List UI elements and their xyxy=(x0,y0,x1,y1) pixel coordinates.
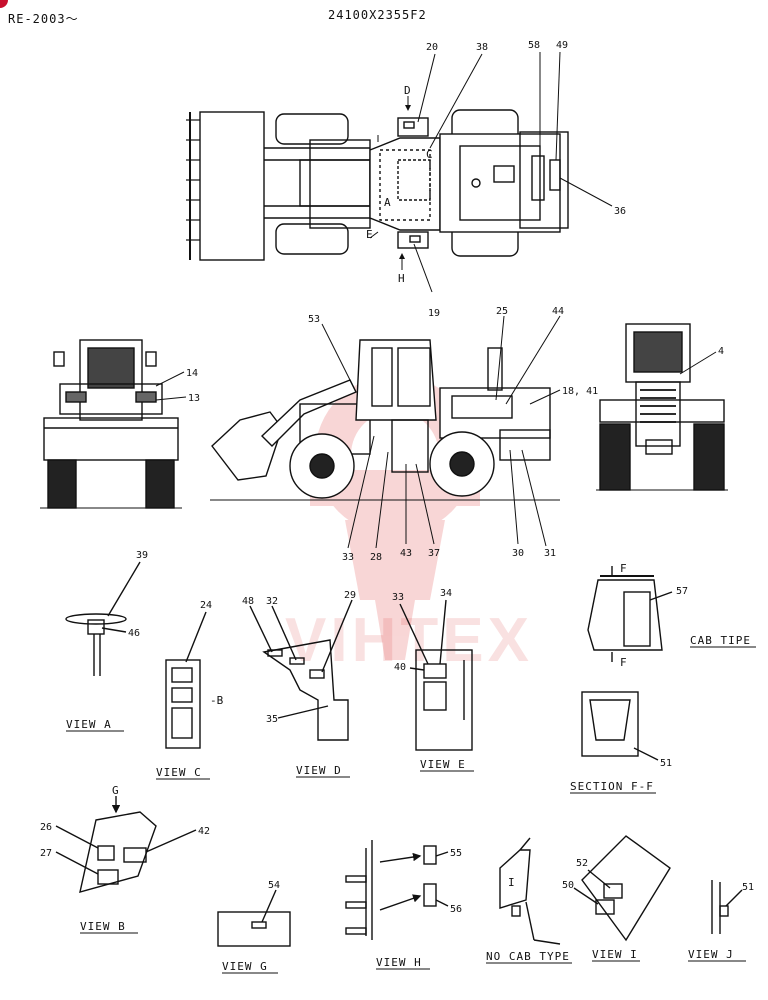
view-i-drawing xyxy=(573,835,671,942)
callout-52: 52 xyxy=(576,858,588,869)
callout-44: 44 xyxy=(552,306,564,317)
callout-33: 33 xyxy=(342,552,354,563)
marker-h: H xyxy=(398,272,405,285)
callout-26: 26 xyxy=(40,822,52,833)
marker-d: D xyxy=(404,84,411,97)
view-c-drawing xyxy=(165,611,207,749)
callout-35: 35 xyxy=(266,714,278,725)
top-view-leaders xyxy=(369,51,613,293)
callout-42: 42 xyxy=(198,826,210,837)
model-range-label: RE-2003～ xyxy=(8,12,79,26)
callout-numbers: 20 38 58 49 36 19 53 25 44 18, 41 14 13 … xyxy=(40,40,754,915)
cab-type-drawing xyxy=(587,566,673,662)
callout-33-view-e: 33 xyxy=(392,592,404,603)
title-view-h: VIEW H xyxy=(376,956,422,969)
rear-view-leaders xyxy=(679,351,717,375)
callout-38: 38 xyxy=(476,42,488,53)
callout-36: 36 xyxy=(614,206,626,217)
callout-40: 40 xyxy=(394,662,406,673)
callout-27: 27 xyxy=(40,848,52,859)
title-underlines xyxy=(66,646,756,974)
marker-f-top: F xyxy=(620,562,627,575)
title-view-d: VIEW D xyxy=(296,764,342,777)
callout-49: 49 xyxy=(556,40,568,51)
callout-19: 19 xyxy=(428,308,440,319)
callout-34: 34 xyxy=(440,588,452,599)
no-cab-type-drawing xyxy=(499,837,561,945)
callout-58: 58 xyxy=(528,40,540,51)
loader-side-view xyxy=(210,339,560,501)
callout-32: 32 xyxy=(266,596,278,607)
view-markers: D C A E H -B G F F I xyxy=(112,84,627,889)
loader-rear-view xyxy=(596,323,728,491)
callout-29: 29 xyxy=(344,590,356,601)
marker-e: E xyxy=(366,228,373,241)
marker-c: C xyxy=(426,148,433,161)
title-view-e: VIEW E xyxy=(420,758,466,771)
callout-37: 37 xyxy=(428,548,440,559)
callout-55: 55 xyxy=(450,848,462,859)
title-view-i: VIEW I xyxy=(592,948,638,961)
callout-51-view-j: 51 xyxy=(742,882,754,893)
callout-43: 43 xyxy=(400,548,412,559)
corner-marker xyxy=(0,0,8,8)
loader-top-view xyxy=(186,109,569,261)
callout-20: 20 xyxy=(426,42,438,53)
view-h-drawing xyxy=(345,840,449,940)
callout-28: 28 xyxy=(370,552,382,563)
callout-57: 57 xyxy=(676,586,688,597)
marker-i: I xyxy=(508,876,515,889)
loader-front-view xyxy=(40,339,182,509)
title-view-g: VIEW G xyxy=(222,960,268,973)
title-view-j: VIEW J xyxy=(688,948,734,961)
title-view-c: VIEW C xyxy=(156,766,202,779)
front-view-leaders xyxy=(155,371,187,401)
view-d-drawing xyxy=(249,599,353,741)
title-no-cab-type: NO CAB TYPE xyxy=(486,950,570,963)
title-section-ff: SECTION F-F xyxy=(570,780,654,793)
callout-51: 51 xyxy=(660,758,672,769)
callout-39: 39 xyxy=(136,550,148,561)
title-cab-type: CAB TIPE xyxy=(690,634,751,647)
view-e-drawing xyxy=(399,599,473,751)
callout-14: 14 xyxy=(186,368,198,379)
callout-25: 25 xyxy=(496,306,508,317)
title-view-b: VIEW B xyxy=(80,920,126,933)
callout-13: 13 xyxy=(188,393,200,404)
marker-f-bottom: F xyxy=(620,656,627,669)
marker-g: G xyxy=(112,784,119,797)
view-titles: VIEW A VIEW C VIEW D VIEW E CAB TIPE SEC… xyxy=(66,634,751,973)
part-number-label: 24100X2355F2 xyxy=(328,8,427,22)
section-ff-drawing xyxy=(581,691,659,761)
callout-46: 46 xyxy=(128,628,140,639)
view-g-drawing xyxy=(217,889,291,947)
marker-a: A xyxy=(384,196,391,209)
steering-wheel-drawing xyxy=(65,561,141,676)
callout-48: 48 xyxy=(242,596,254,607)
view-j-drawing xyxy=(711,880,743,934)
callout-54: 54 xyxy=(268,880,280,891)
view-b-drawing xyxy=(55,796,197,893)
callout-53: 53 xyxy=(308,314,320,325)
callout-30: 30 xyxy=(512,548,524,559)
callout-31: 31 xyxy=(544,548,556,559)
callout-18-41: 18, 41 xyxy=(562,386,598,397)
title-view-a: VIEW A xyxy=(66,718,112,731)
marker-b: -B xyxy=(210,694,224,707)
callout-24: 24 xyxy=(200,600,212,611)
side-view-leaders xyxy=(321,315,561,549)
callout-4: 4 xyxy=(718,346,724,357)
callout-50: 50 xyxy=(562,880,574,891)
callout-56: 56 xyxy=(450,904,462,915)
